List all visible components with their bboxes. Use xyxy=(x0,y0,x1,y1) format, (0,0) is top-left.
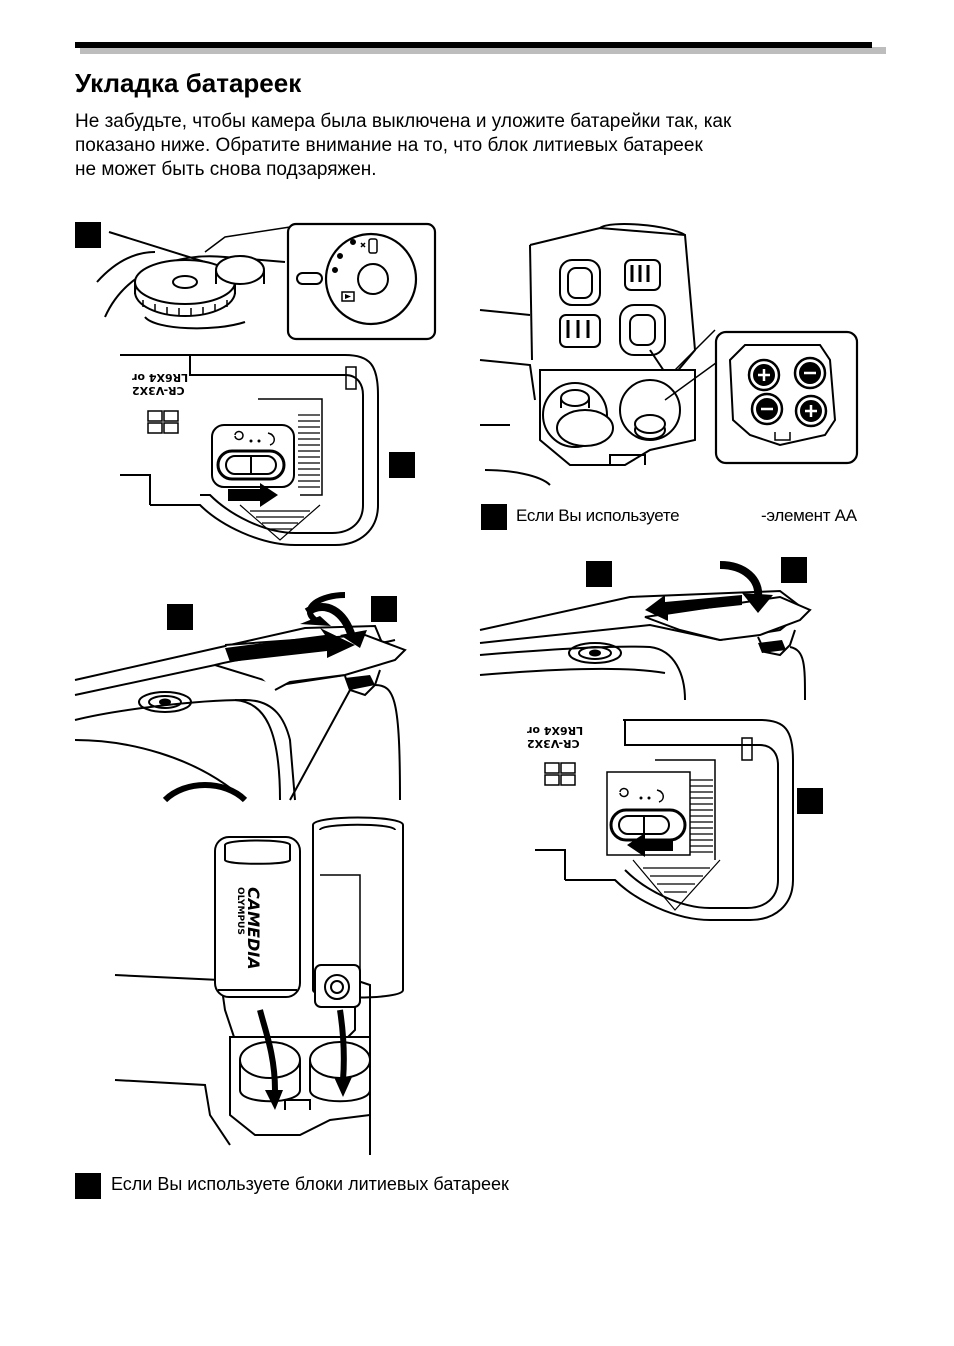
header-rule-shadow xyxy=(80,47,886,54)
caption-aa-suffix: -элемент AA xyxy=(761,506,857,525)
intro-line-1: Не забудьте, чтобы камера была выключена… xyxy=(75,111,732,132)
illustration-lid-slide-open: CR-V3X2 LR6X4 or xyxy=(120,354,385,555)
step-marker-3 xyxy=(167,604,193,630)
intro-line-3: не может быть снова подзаряжен. xyxy=(75,159,377,180)
caption-aa: Если Вы используете xyxy=(516,506,680,525)
battery-type-label: CR-V3X2 LR6X4 or xyxy=(132,371,189,397)
page-title: Укладка батареек xyxy=(75,68,302,98)
intro-text: Не забудьте, чтобы камера была выключена… xyxy=(75,110,865,182)
header-rule xyxy=(75,42,872,48)
step-marker-1 xyxy=(75,222,101,248)
illustration-lid-close xyxy=(479,555,812,701)
step-marker-2 xyxy=(389,452,415,478)
illustration-lid-slide-closed: CR-V3X2 LR6X4 or xyxy=(527,719,800,935)
step-marker-lithium xyxy=(75,1173,101,1199)
step-marker-6 xyxy=(781,557,807,583)
brand-product-label: CAMEDIA xyxy=(244,887,263,970)
intro-line-2: показано ниже. Обратите внимание на то, … xyxy=(75,135,703,156)
battery-type-label-2: CR-V3X2 LR6X4 or xyxy=(527,724,584,750)
step-marker-7 xyxy=(797,788,823,814)
illustration-aa-compartment xyxy=(479,220,860,486)
illustration-lid-lift xyxy=(74,590,410,803)
step-marker-4 xyxy=(371,596,397,622)
step-marker-5 xyxy=(586,561,612,587)
caption-lithium: Если Вы используете блоки литиевых батар… xyxy=(111,1174,509,1194)
illustration-lithium-pack: OLYMPUS CAMEDIA xyxy=(114,815,404,1155)
illustration-power-dial xyxy=(95,222,440,342)
step-marker-aa xyxy=(481,504,507,530)
